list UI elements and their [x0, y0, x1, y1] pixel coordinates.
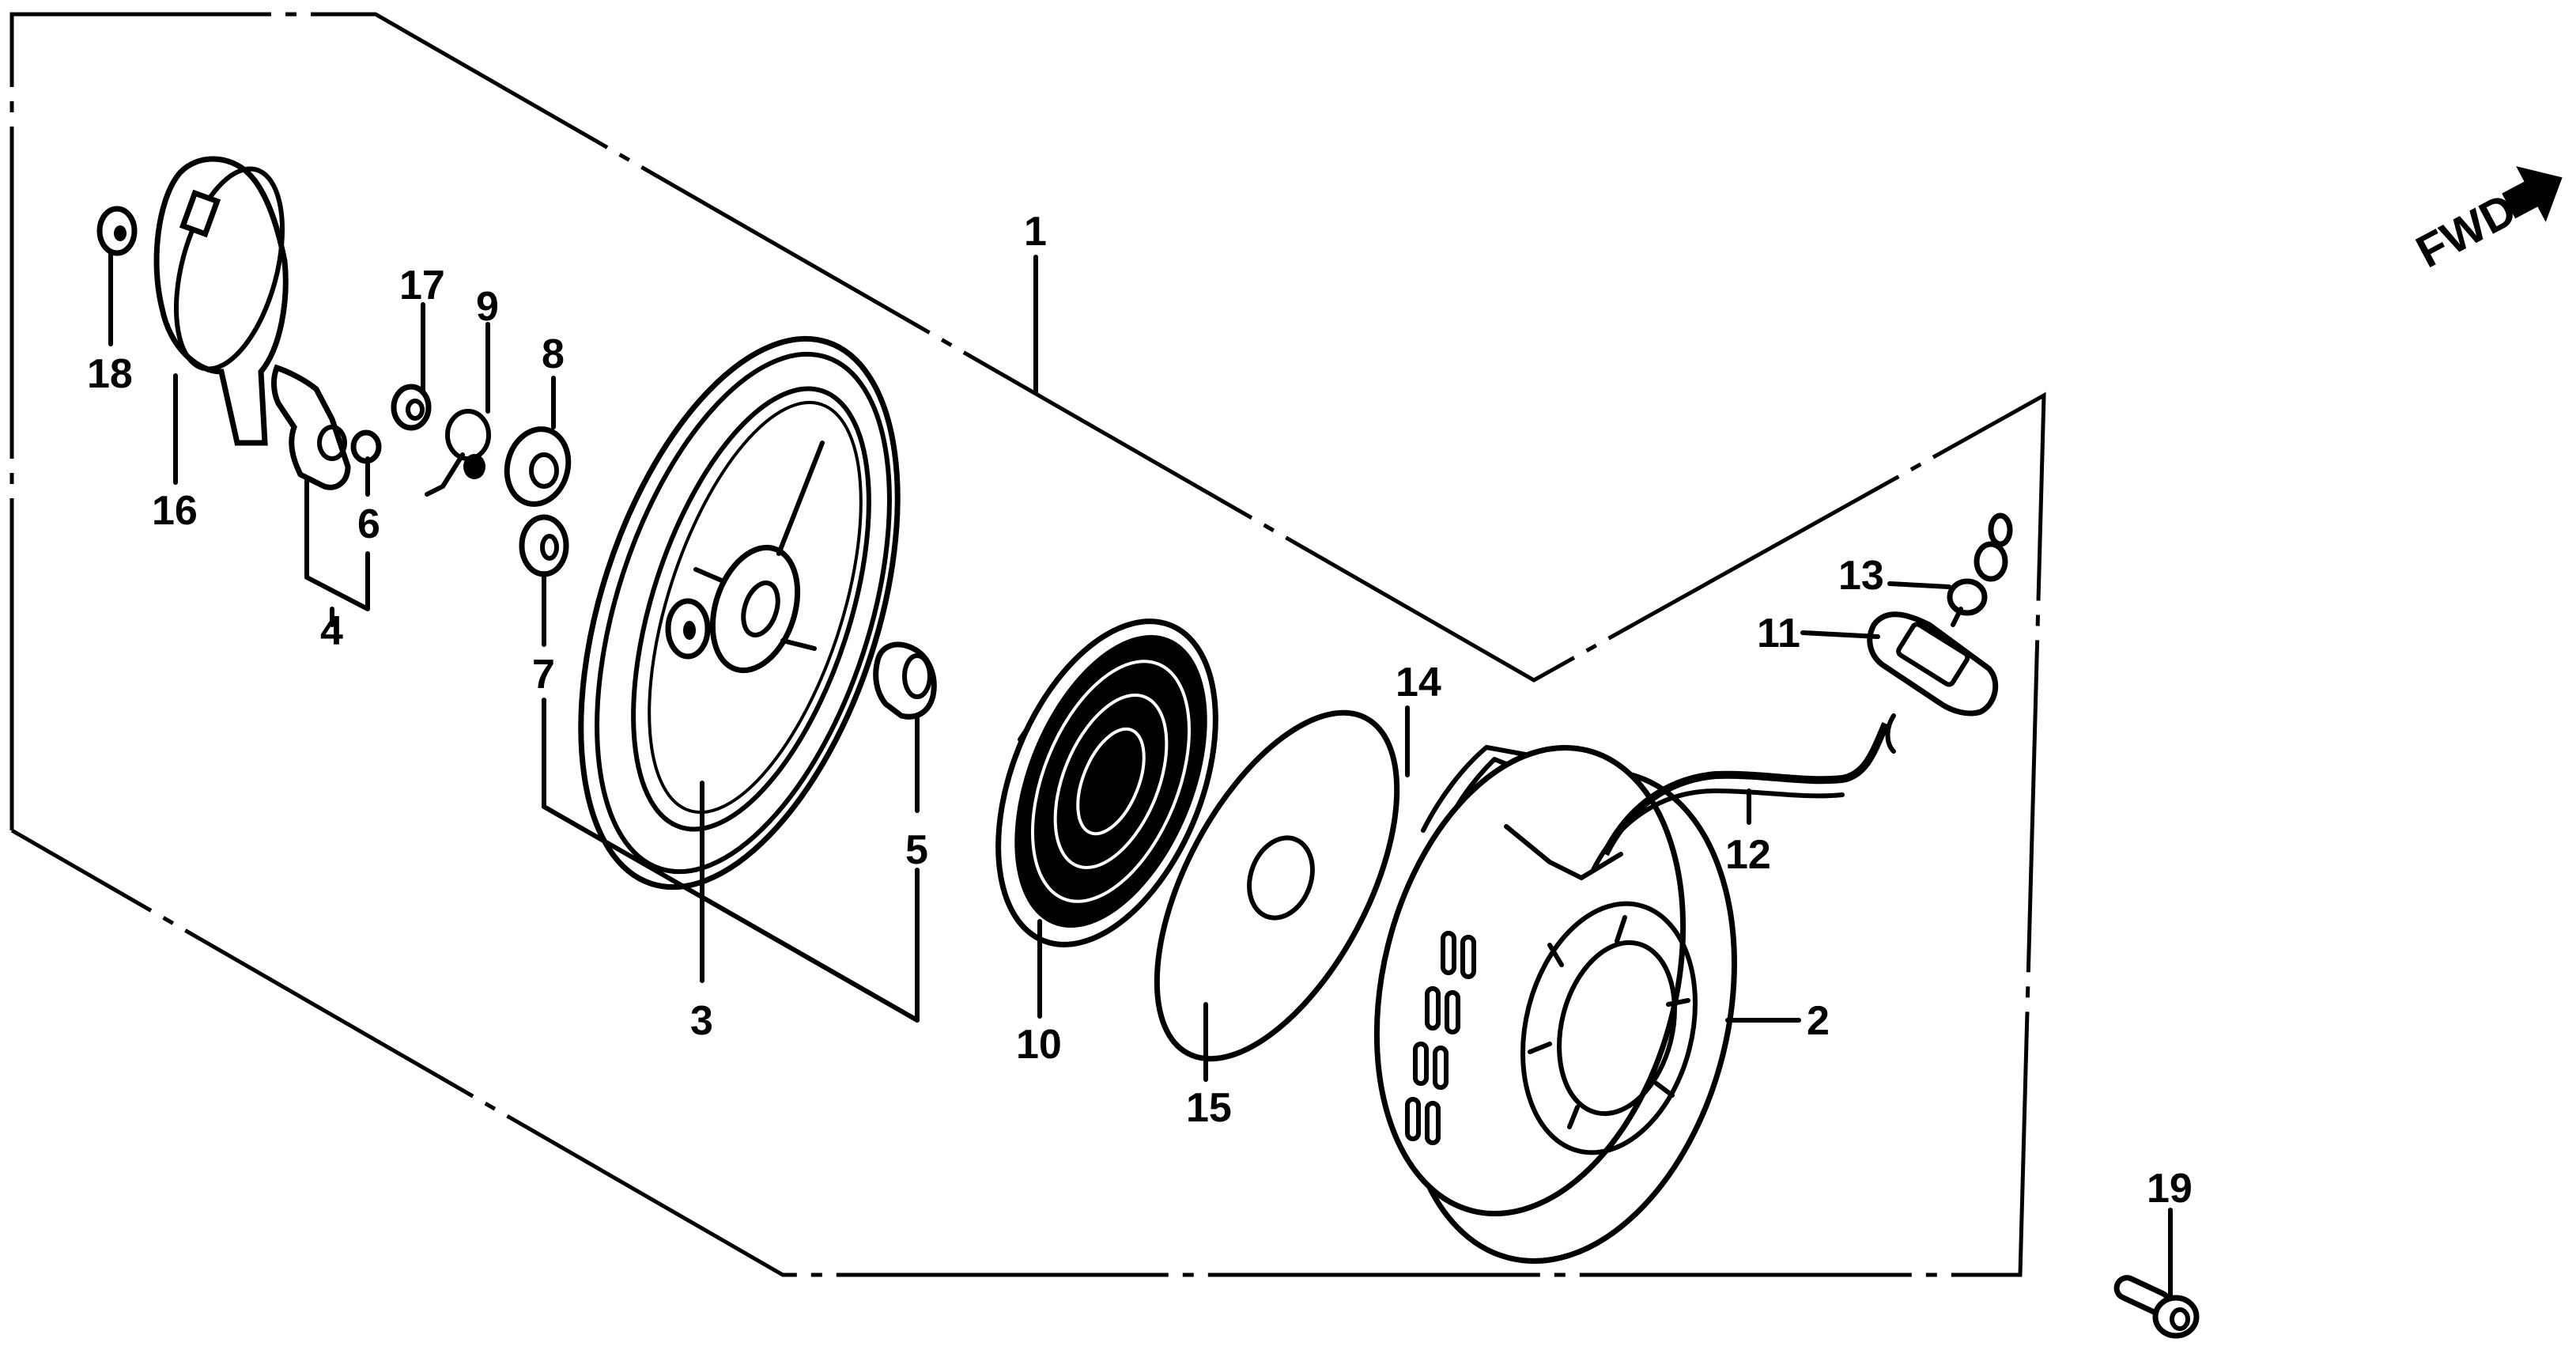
part-2-starter-case[interactable]: [1331, 715, 1783, 1296]
callout-3: 3: [690, 998, 713, 1044]
assembly-boundary: [9, 12, 2046, 1277]
part-7-nut[interactable]: [519, 514, 569, 577]
callout-14: 14: [1396, 660, 1441, 705]
part-6-collar[interactable]: [350, 429, 382, 464]
part-9-spring[interactable]: [425, 409, 491, 497]
vent-slots: [1405, 931, 1476, 1145]
callout-9: 9: [476, 284, 499, 330]
callout-2: 2: [1807, 998, 1830, 1044]
callout-4: 4: [320, 608, 343, 654]
callout-16: 16: [152, 488, 198, 534]
part-4-ratchet-arm[interactable]: [271, 364, 351, 490]
part-10-recoil-spring[interactable]: [955, 590, 1259, 977]
part-3-reel[interactable]: [519, 300, 958, 927]
part-16-cover[interactable]: [153, 156, 302, 446]
part-19-bolt[interactable]: [2113, 1274, 2200, 1339]
callout-10: 10: [1016, 1022, 1062, 1068]
callout-7: 7: [532, 652, 555, 698]
callout-12: 12: [1725, 832, 1771, 878]
callout-8: 8: [542, 331, 565, 377]
part-13-knot[interactable]: [1947, 512, 2013, 627]
part-8-bushing[interactable]: [499, 422, 576, 511]
callout-11: 11: [1757, 611, 1800, 656]
part-17-nut[interactable]: [391, 384, 432, 431]
callout-13: 13: [1838, 553, 1884, 599]
fwd-direction-marker: FWD: [2408, 166, 2563, 278]
callout-19: 19: [2147, 1166, 2193, 1212]
callout-1: 1: [1024, 209, 1047, 255]
callout-5: 5: [905, 827, 928, 873]
part-5-collar[interactable]: [873, 641, 937, 720]
callout-18: 18: [87, 351, 133, 397]
callout-15: 15: [1186, 1085, 1232, 1131]
leader-lines: [108, 251, 2173, 1299]
callout-17: 17: [399, 263, 445, 308]
part-15-plate[interactable]: [1108, 675, 1446, 1096]
callout-6: 6: [357, 501, 380, 547]
part-12-rope[interactable]: [1591, 722, 1890, 872]
part-18-nut[interactable]: [96, 206, 138, 256]
part-11-grip[interactable]: [1867, 611, 1999, 754]
callout-labels: 1 2 3 4 5 6 7 8 9 10 11 12 13 14 15 16 1…: [87, 209, 2193, 1212]
arrow-right-icon: [2502, 166, 2563, 222]
